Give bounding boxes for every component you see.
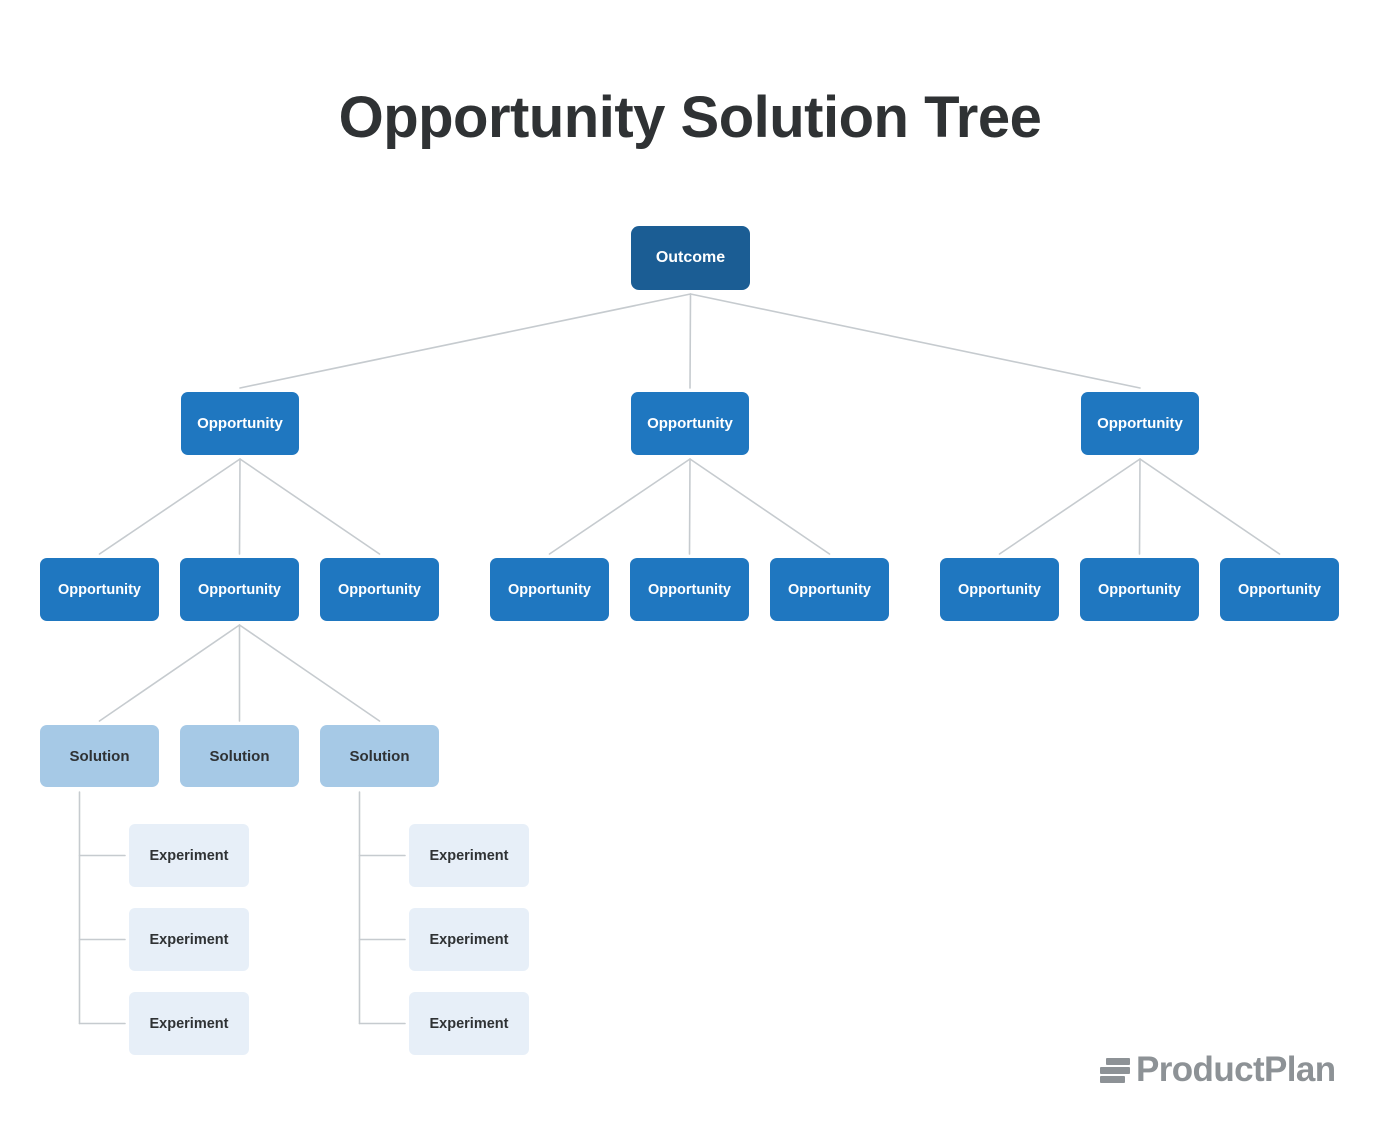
edge-opportunity-l1-3-3 — [1139, 458, 1281, 555]
node-opportunity-l2-6-label: Opportunity — [788, 581, 871, 598]
node-opportunity-l2-1-label: Opportunity — [58, 581, 141, 598]
node-experiment-2[interactable]: Experiment — [129, 908, 249, 971]
node-opportunity-l1-2-label: Opportunity — [647, 415, 733, 432]
node-opportunity-l2-3[interactable]: Opportunity — [320, 558, 439, 621]
node-opportunity-l2-1[interactable]: Opportunity — [40, 558, 159, 621]
edge-opportunity-l1-2-2 — [688, 458, 691, 555]
edge-outcome-opportunity-2 — [689, 293, 692, 389]
edge-opportunity-l1-2-1 — [548, 458, 691, 555]
node-solution-3-label: Solution — [349, 747, 410, 765]
node-opportunity-l1-3-label: Opportunity — [1097, 415, 1183, 432]
node-experiment-3[interactable]: Experiment — [129, 992, 249, 1055]
node-opportunity-l2-5-label: Opportunity — [648, 581, 731, 598]
productplan-wordmark: ProductPlan — [1136, 1050, 1336, 1089]
edge-opportunity-solution-3 — [238, 624, 381, 722]
node-opportunity-l2-8[interactable]: Opportunity — [1080, 558, 1199, 621]
edge-opportunity-l1-2-3 — [689, 458, 831, 555]
edge-opportunity-l1-3-2 — [1138, 458, 1141, 555]
node-experiment-5-label: Experiment — [429, 931, 509, 948]
node-experiment-6[interactable]: Experiment — [409, 992, 529, 1055]
node-solution-1-label: Solution — [69, 747, 130, 765]
node-opportunity-l2-2-label: Opportunity — [198, 581, 281, 598]
node-opportunity-l2-4[interactable]: Opportunity — [490, 558, 609, 621]
node-experiment-4[interactable]: Experiment — [409, 824, 529, 887]
node-opportunity-l2-9[interactable]: Opportunity — [1220, 558, 1339, 621]
node-experiment-3-label: Experiment — [149, 1015, 229, 1032]
productplan-logo: ProductPlan — [1096, 1052, 1336, 1087]
node-outcome[interactable]: Outcome — [631, 226, 750, 290]
node-opportunity-l1-1[interactable]: Opportunity — [181, 392, 299, 455]
node-opportunity-l2-9-label: Opportunity — [1238, 581, 1321, 598]
edge-opportunity-l1-1-1 — [98, 458, 241, 555]
node-experiment-5[interactable]: Experiment — [409, 908, 529, 971]
node-opportunity-l1-2[interactable]: Opportunity — [631, 392, 749, 455]
node-experiment-6-label: Experiment — [429, 1015, 509, 1032]
node-opportunity-l2-4-label: Opportunity — [508, 581, 591, 598]
edge-opportunity-solution-1 — [98, 624, 241, 722]
node-experiment-2-label: Experiment — [149, 931, 229, 948]
node-opportunity-l2-6[interactable]: Opportunity — [770, 558, 889, 621]
node-solution-1[interactable]: Solution — [40, 725, 159, 787]
edge-outcome-opportunity-1 — [239, 293, 692, 389]
node-experiment-1[interactable]: Experiment — [129, 824, 249, 887]
node-opportunity-l2-3-label: Opportunity — [338, 581, 421, 598]
edge-outcome-opportunity-3 — [689, 293, 1141, 389]
node-opportunity-l2-8-label: Opportunity — [1098, 581, 1181, 598]
node-solution-3[interactable]: Solution — [320, 725, 439, 787]
node-opportunity-l2-5[interactable]: Opportunity — [630, 558, 749, 621]
node-opportunity-l2-7-label: Opportunity — [958, 581, 1041, 598]
node-opportunity-l1-1-label: Opportunity — [197, 415, 283, 432]
node-opportunity-l2-7[interactable]: Opportunity — [940, 558, 1059, 621]
edge-opportunity-l1-1-3 — [239, 458, 381, 555]
node-solution-2[interactable]: Solution — [180, 725, 299, 787]
node-opportunity-l2-2[interactable]: Opportunity — [180, 558, 299, 621]
page-title: Opportunity Solution Tree — [338, 85, 1042, 150]
node-opportunity-l1-3[interactable]: Opportunity — [1081, 392, 1199, 455]
node-outcome-label: Outcome — [655, 249, 726, 266]
node-experiment-4-label: Experiment — [429, 847, 509, 864]
node-solution-2-label: Solution — [209, 747, 270, 765]
productplan-bars-icon — [1096, 1055, 1130, 1085]
edge-opportunity-l1-1-2 — [238, 458, 241, 555]
node-experiment-1-label: Experiment — [149, 847, 229, 864]
edge-opportunity-l1-3-1 — [998, 458, 1141, 555]
